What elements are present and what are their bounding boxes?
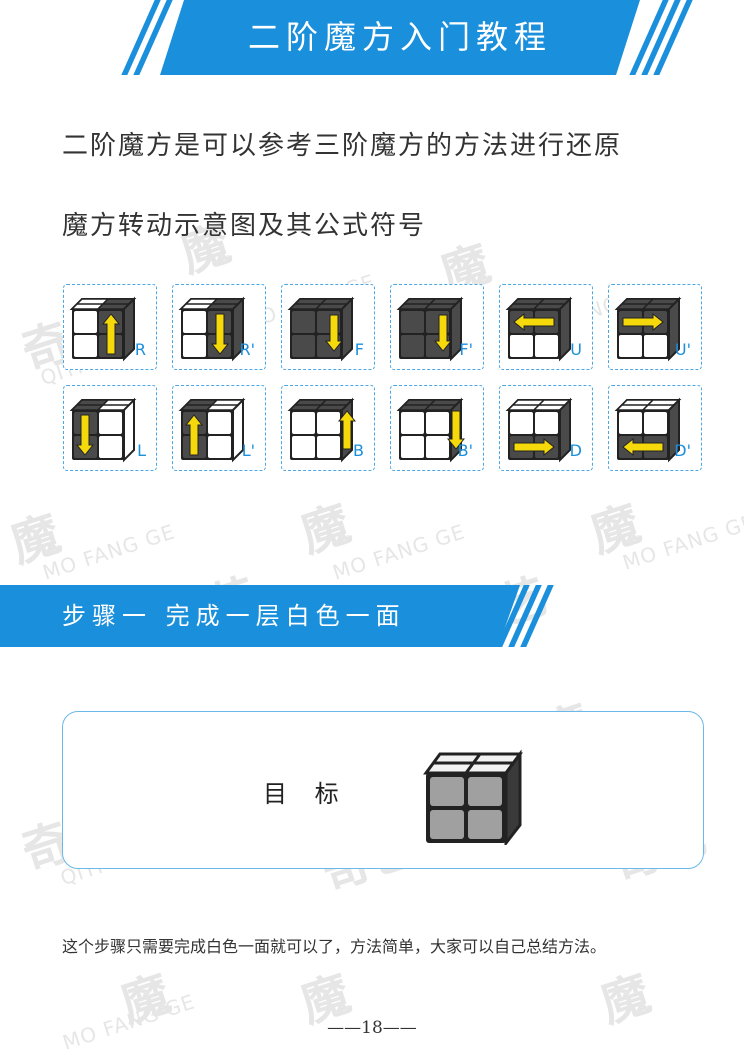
goal-label: 目 标 — [263, 780, 349, 808]
move-label: U — [570, 340, 582, 359]
move-diagram: R — [63, 284, 157, 370]
move-diagram: U — [499, 284, 593, 370]
step-banner: 步骤一 完成一层白色一面 — [0, 585, 530, 647]
cube-icon — [178, 296, 246, 362]
move-diagram: F — [281, 284, 375, 370]
cube-icon — [287, 397, 356, 463]
move-diagram: L' — [172, 385, 266, 471]
move-label: D' — [674, 441, 691, 460]
move-label: R — [134, 340, 146, 359]
goal-cube-icon — [423, 749, 523, 845]
cube-icon — [614, 296, 682, 362]
move-diagram: B' — [390, 385, 484, 471]
move-label: R' — [239, 340, 255, 359]
cube-icon — [287, 296, 355, 362]
move-diagram: R' — [172, 284, 266, 370]
move-label: L — [137, 441, 146, 460]
body-text: 这个步骤只需要完成白色一面就可以了，方法简单，大家可以自己总结方法。 — [62, 937, 607, 956]
move-label: L' — [241, 441, 255, 460]
move-label: B — [353, 441, 364, 460]
move-label: F' — [459, 340, 473, 359]
intro-line-1: 二阶魔方是可以参考三阶魔方的方法进行还原 — [62, 131, 623, 161]
cube-icon — [396, 296, 464, 362]
cube-icon — [69, 296, 137, 362]
move-diagram: U' — [608, 284, 702, 370]
move-label: U' — [674, 340, 691, 359]
move-label: D — [569, 441, 582, 460]
page-title: 二阶魔方入门教程 — [247, 18, 552, 56]
move-diagram: B — [281, 385, 375, 471]
cube-icon — [396, 397, 465, 463]
move-diagram: D — [499, 385, 593, 471]
cube-icon — [69, 397, 137, 463]
cube-icon — [505, 296, 573, 362]
move-label: B' — [457, 441, 473, 460]
step-title: 步骤一 完成一层白色一面 — [62, 602, 406, 630]
intro-line-2: 魔方转动示意图及其公式符号 — [62, 211, 427, 241]
move-diagram: D' — [608, 385, 702, 471]
move-diagram: L — [63, 385, 157, 471]
goal-panel: 目 标 — [62, 711, 704, 869]
cube-icon — [178, 397, 246, 463]
header-banner: 二阶魔方入门教程 — [160, 0, 640, 75]
move-label: F — [354, 340, 364, 359]
cube-icon — [505, 397, 573, 463]
page-number: ——18—— — [327, 1018, 417, 1038]
move-diagram: F' — [390, 284, 484, 370]
cube-icon — [614, 397, 682, 463]
